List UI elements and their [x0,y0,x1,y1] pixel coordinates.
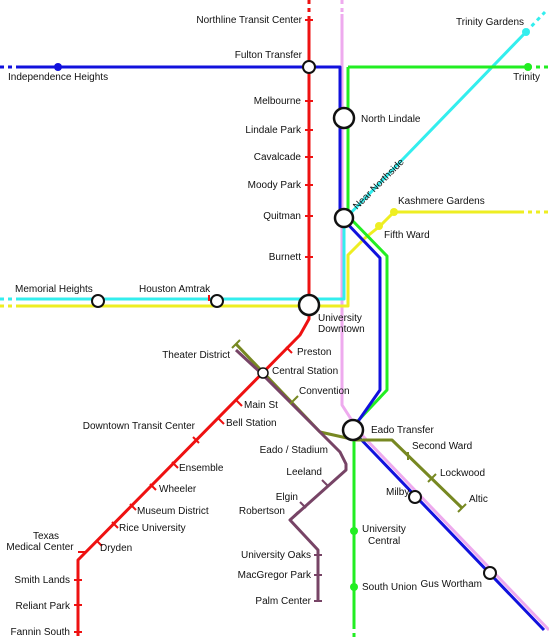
label-convention: Convention [299,386,350,397]
label-smith-lands: Smith Lands [14,575,70,586]
label-quitman: Quitman [263,211,301,222]
station-tick-ensemble[interactable] [171,461,179,469]
station-dot-south-union[interactable] [350,583,358,591]
label-university-oaks: University Oaks [241,550,311,561]
station-tick-dryden[interactable] [95,539,103,547]
station-central-station[interactable] [257,367,269,379]
station-university-downtown[interactable] [297,293,321,317]
label-fulton-transfer: Fulton Transfer [235,50,303,61]
label-north-lindale: North Lindale [361,114,421,125]
station-gus-wortham[interactable] [483,566,497,580]
label-preston: Preston [297,347,331,358]
station-dot-university-central[interactable] [350,527,358,535]
label-fifth-ward: Fifth Ward [384,230,430,241]
station-labels: Northline Transit Center Fulton Transfer… [6,15,540,638]
station-tick-museum-district[interactable] [129,503,137,511]
purple-line [234,348,348,602]
cyan-line-ne-stub [524,10,547,34]
label-lockwood: Lockwood [440,468,485,479]
label-bell-station: Bell Station [226,418,277,429]
label-university-downtown-line2: Downtown [318,324,365,335]
label-texas-medical-line1: Texas [33,531,59,542]
label-main-st: Main St [244,400,278,411]
station-dot-trinity-gardens[interactable] [522,28,530,36]
station-memorial-heights[interactable] [91,294,105,308]
station-tick-preston[interactable] [285,346,293,354]
label-milby: Milby [386,487,409,498]
label-macgregor-park: MacGregor Park [238,570,312,581]
label-trinity: Trinity [513,72,540,83]
label-moody-park: Moody Park [248,180,302,191]
label-theater-district: Theater District [162,350,230,361]
tick-stations [74,19,467,633]
station-tick-main-st[interactable] [235,399,243,407]
label-houston-amtrak: Houston Amtrak [139,284,211,295]
label-reliant-park: Reliant Park [16,601,71,612]
label-rice-university: Rice University [119,523,186,534]
cyan-line [18,30,528,301]
label-museum-district: Museum District [137,506,209,517]
label-wheeler: Wheeler [159,484,197,495]
station-fulton-transfer[interactable] [302,60,316,74]
label-independence-heights: Independence Heights [8,72,108,83]
station-tick-bell-station[interactable] [217,417,225,425]
label-eado-stadium: Eado / Stadium [260,445,328,456]
label-memorial-heights: Memorial Heights [15,284,93,295]
label-northline-transit-center: Northline Transit Center [196,15,302,26]
label-texas-medical-line2: Medical Center [6,542,74,553]
label-university-central-line2: Central [368,536,400,547]
station-houston-amtrak[interactable] [210,294,224,308]
station-tick-downtown-transit[interactable] [192,436,200,444]
label-melbourne: Melbourne [254,96,302,107]
label-ensemble: Ensemble [179,463,224,474]
label-lindale-park: Lindale Park [245,125,302,136]
label-elgin: Elgin [276,492,298,503]
circle-stations [54,28,532,591]
station-eado-transfer[interactable] [341,418,365,442]
label-central-station: Central Station [272,366,338,377]
station-tick-lockwood[interactable] [427,473,437,483]
station-tick-theater-olive[interactable] [231,339,241,349]
label-cavalcade: Cavalcade [254,152,302,163]
label-leeland: Leeland [286,467,322,478]
label-trinity-gardens: Trinity Gardens [456,17,524,28]
station-dot-fifth-ward[interactable] [375,222,383,230]
station-tick-elgin[interactable] [299,501,307,509]
station-tick-convention[interactable] [289,395,299,405]
label-second-ward: Second Ward [412,441,472,452]
station-tick-altic[interactable] [457,503,467,513]
station-tick-robertson[interactable] [291,511,299,519]
station-tick-rice-university[interactable] [111,521,119,529]
label-altic: Altic [469,494,488,505]
station-dot-kashmere-gardens[interactable] [390,208,398,216]
station-tick-wheeler[interactable] [149,483,157,491]
label-university-central-line1: University [362,524,406,535]
label-dryden: Dryden [100,543,132,554]
station-milby[interactable] [408,490,422,504]
label-gus-wortham: Gus Wortham [421,579,483,590]
green-line [346,67,389,625]
label-palm-center: Palm Center [255,596,311,607]
label-south-union: South Union [362,582,417,593]
label-downtown-transit-center: Downtown Transit Center [83,421,196,432]
red-line [76,16,311,632]
station-near-northside[interactable] [333,207,355,229]
label-eado-transfer: Eado Transfer [371,425,434,436]
station-dot-trinity[interactable] [524,63,532,71]
station-north-lindale[interactable] [332,106,356,130]
label-robertson: Robertson [239,506,285,517]
station-dot-independence-heights[interactable] [54,63,62,71]
label-burnett: Burnett [269,252,301,263]
label-fannin-south: Fannin South [11,627,71,638]
label-kashmere-gardens: Kashmere Gardens [398,196,485,207]
station-tick-leeland[interactable] [321,479,329,487]
label-university-downtown-line1: University [318,313,362,324]
